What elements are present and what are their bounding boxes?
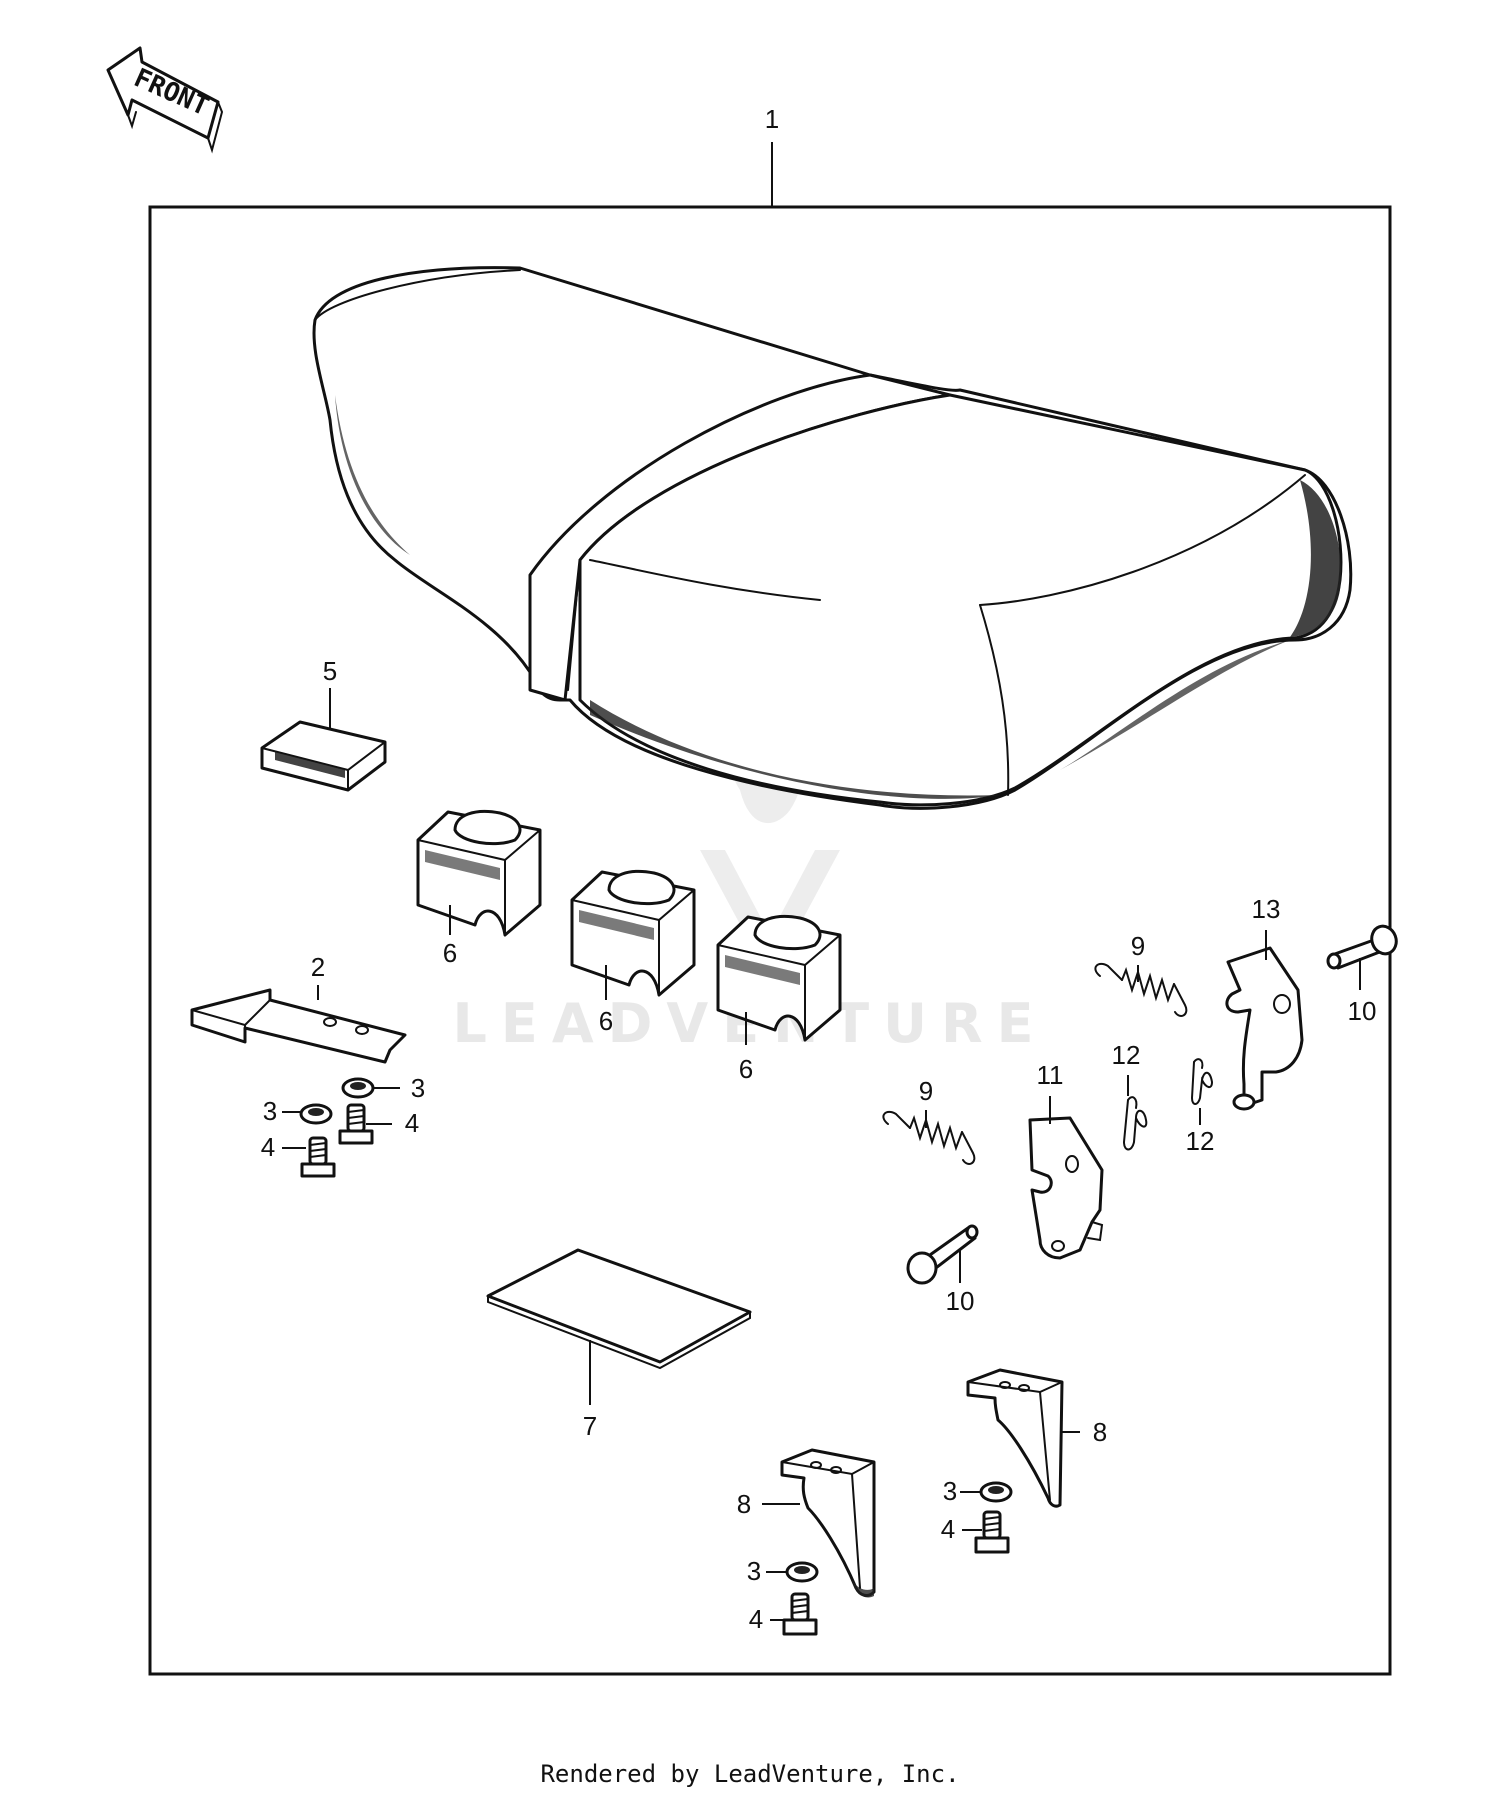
part-8-bracket-left [780,1448,876,1598]
part-4-bolt-c [974,1510,1010,1554]
callout-4c: 4 [941,1514,955,1544]
callout-6a: 6 [443,938,457,968]
callout-4b: 4 [261,1132,275,1162]
part-3-washer-c [979,1481,1013,1503]
part-3-washer-d [785,1561,819,1583]
part-4-bolt-a [338,1103,374,1145]
part-9-spring-upper [1094,962,1188,1017]
part-3-washer-b [299,1103,333,1125]
callout-12b: 12 [1186,1126,1215,1156]
callout-4d: 4 [749,1604,763,1634]
callout-8b: 8 [1093,1417,1107,1447]
callout-3d: 3 [747,1556,761,1586]
part-4-bolt-d [782,1592,818,1636]
callout-3b: 3 [263,1096,277,1126]
callout-3c: 3 [943,1476,957,1506]
callout-2: 2 [311,952,325,982]
part-12-clip-b [1190,1058,1214,1105]
front-arrow: FRONT [106,46,224,154]
part-13-latch-plate [1225,946,1304,1111]
part-11-latch-plate [1028,1116,1104,1260]
callout-9b: 9 [919,1076,933,1106]
v-mark-icon [700,850,840,980]
part-9-spring-lower [882,1110,976,1165]
part-2-bracket [190,988,407,1064]
callout-13: 13 [1252,894,1281,924]
part-8-bracket-right [966,1368,1064,1508]
callout-7: 7 [583,1411,597,1441]
part-4-bolt-b [300,1136,336,1178]
footer-credit: Rendered by LeadVenture, Inc. [540,1760,960,1788]
part-12-clip-a [1122,1096,1148,1151]
callout-9a: 9 [1131,931,1145,961]
callout-3a: 3 [411,1073,425,1103]
callout-5: 5 [323,656,337,686]
callout-8a: 8 [737,1489,751,1519]
part-6-damper-a [416,809,542,937]
callout-6c: 6 [739,1054,753,1084]
part-10-pin-lower [906,1224,979,1285]
part-6-damper-b [570,869,696,997]
part-3-washer-a [341,1077,375,1099]
callout-12a: 12 [1112,1040,1141,1070]
callout-10a: 10 [1348,996,1377,1026]
callout-1: 1 [765,104,779,134]
part-6-damper-c [716,914,842,1042]
seat-assembly [312,266,1353,810]
callout-6b: 6 [599,1006,613,1036]
part-10-pin-upper [1326,924,1398,970]
callout-4a: 4 [405,1108,419,1138]
callout-10b: 10 [946,1286,975,1316]
callout-11: 11 [1037,1060,1064,1090]
part-5-pad [260,720,387,792]
part-7-sheet [486,1248,752,1370]
